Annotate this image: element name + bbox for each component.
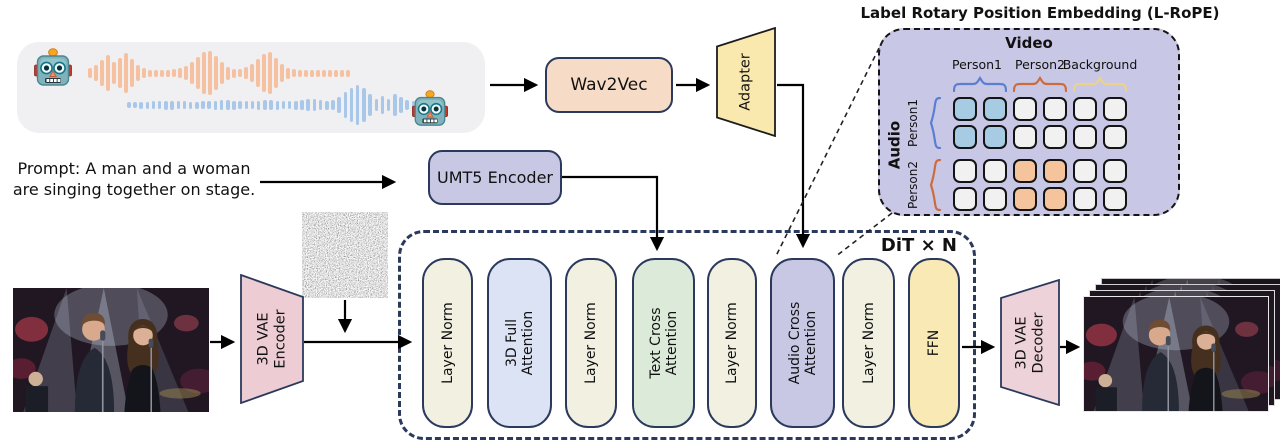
robot-speaker1-icon (33, 48, 73, 88)
pill-label: FFN (925, 329, 942, 357)
vae-decoder-block: 3D VAE Decoder (1000, 279, 1060, 406)
lrope-cell-r4-c1 (953, 187, 977, 211)
dit-layer-norm-1: Layer Norm (422, 258, 473, 428)
wav2vec-label: Wav2Vec (570, 75, 648, 95)
lrope-cell-r2-c1 (953, 125, 977, 149)
dit-layer-norm-4: Layer Norm (842, 258, 895, 428)
dit-3d-full-attention: 3D Full Attention (487, 258, 552, 428)
person1-row-brace (929, 97, 942, 149)
lrope-cell-r1-c4 (1043, 97, 1067, 121)
lrope-title: Label Rotary Position Embedding (L-RoPE) (860, 4, 1220, 22)
pill-label: Audio Cross Attention (786, 301, 819, 385)
person2-row-brace (929, 159, 942, 211)
lrope-col-person1-label: Person1 (952, 57, 1002, 72)
lrope-cell-r3-c4 (1043, 159, 1067, 183)
lrope-col-person2-label: Person2 (1015, 57, 1065, 72)
lrope-cell-r1-c1 (953, 97, 977, 121)
lrope-cell-r1-c5 (1073, 97, 1097, 121)
lrope-cell-r4-c6 (1103, 187, 1127, 211)
lrope-cell-r2-c2 (983, 125, 1007, 149)
audio-input-panel (17, 42, 485, 133)
noise-latent-image (302, 212, 388, 298)
lrope-col-background-label: Background (1062, 57, 1138, 72)
robot-speaker2-icon (411, 90, 449, 128)
lrope-cell-r3-c1 (953, 159, 977, 183)
lrope-row-person1-label: Person1 (906, 99, 921, 147)
person1-overbrace (953, 76, 1007, 92)
lrope-cell-r4-c5 (1073, 187, 1097, 211)
lrope-cell-r3-c2 (983, 159, 1007, 183)
dit-audio-cross-attention: Audio Cross Attention (770, 258, 835, 428)
adapter-shape (716, 27, 776, 137)
lrope-cell-r4-c3 (1013, 187, 1037, 211)
pill-label: 3D Full Attention (503, 310, 536, 376)
background-overbrace (1073, 76, 1127, 92)
singers-photo (1084, 297, 1268, 411)
lrope-cell-r1-c6 (1103, 97, 1127, 121)
dit-layer-norm-2: Layer Norm (565, 258, 617, 428)
lrope-callout-line-left (775, 39, 884, 257)
pill-label: Layer Norm (723, 302, 740, 384)
lrope-cell-r2-c4 (1043, 125, 1067, 149)
dit-ffn: FFN (908, 258, 960, 428)
dit-layer-norm-3: Layer Norm (707, 258, 757, 428)
lrope-panel: Video Person1 Person2 Background Audio P… (878, 28, 1180, 216)
lrope-cell-r1-c3 (1013, 97, 1037, 121)
input-video-frame (13, 288, 209, 412)
lrope-video-label: Video (1005, 34, 1053, 52)
lrope-row-person2-label: Person2 (906, 161, 921, 209)
pill-label: Layer Norm (582, 302, 599, 384)
prompt-text: Prompt: A man and a woman are singing to… (12, 159, 256, 200)
lrope-cell-r1-c2 (983, 97, 1007, 121)
pill-label: Text Cross Attention (647, 307, 680, 379)
lrope-cell-r2-c6 (1103, 125, 1127, 149)
speaker2-waveform (127, 75, 436, 135)
vae-decoder-shape (1000, 279, 1060, 406)
speaker1-waveform (88, 42, 352, 104)
person2-overbrace (1013, 76, 1067, 92)
dit-text-cross-attention: Text Cross Attention (632, 258, 695, 428)
umt5-encoder-label: UMT5 Encoder (437, 168, 553, 187)
vae-encoder-shape (240, 274, 304, 404)
dit-repeat-label: DiT × N (880, 235, 957, 256)
lrope-audio-label: Audio (885, 120, 904, 170)
lrope-cell-r3-c6 (1103, 159, 1127, 183)
arrow-adapter-to-audio-cross-attention (777, 83, 811, 249)
output-video-frame-front (1083, 296, 1269, 412)
wav2vec-block: Wav2Vec (545, 57, 673, 113)
lrope-cell-r2-c5 (1073, 125, 1097, 149)
lrope-cell-r3-c3 (1013, 159, 1037, 183)
vae-encoder-block: 3D VAE Encoder (240, 274, 304, 404)
vae-decoder-label: 3D VAE Decoder (1013, 311, 1046, 374)
lrope-cell-r4-c2 (983, 187, 1007, 211)
singers-photo (13, 288, 209, 412)
pill-label: Layer Norm (860, 302, 877, 384)
adapter-label: Adapter (737, 53, 754, 111)
lrope-cell-r4-c4 (1043, 187, 1067, 211)
umt5-encoder-block: UMT5 Encoder (428, 150, 562, 205)
lrope-cell-r3-c5 (1073, 159, 1097, 183)
pill-label: Layer Norm (439, 302, 456, 384)
lrope-cell-r2-c3 (1013, 125, 1037, 149)
adapter-block: Adapter (716, 27, 776, 137)
vae-encoder-label: 3D VAE Encoder (255, 309, 288, 369)
